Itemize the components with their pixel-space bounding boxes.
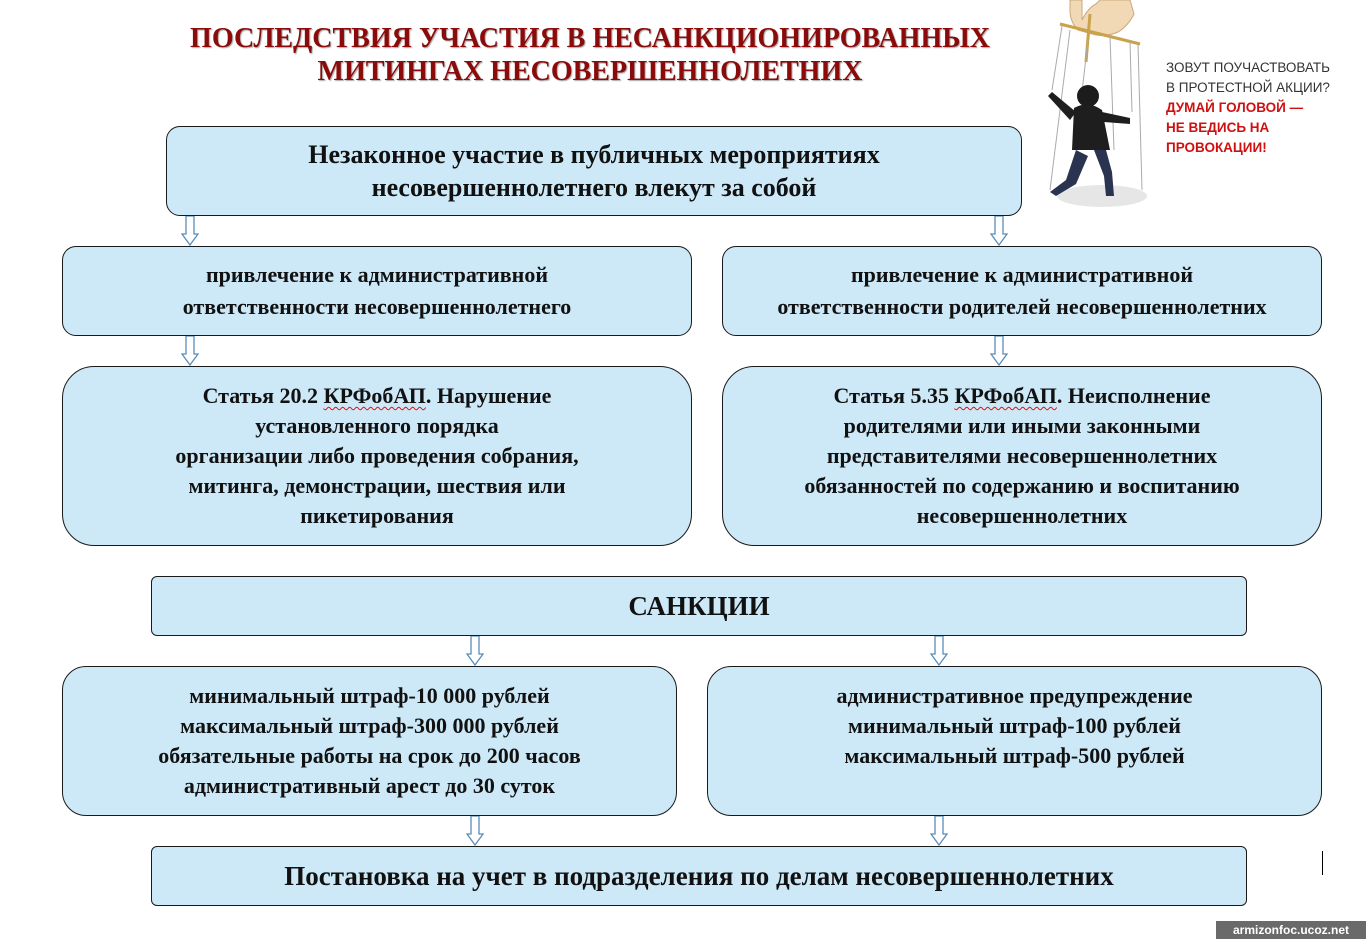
minor-sanction-line-2: максимальный штраф-300 000 рублей bbox=[158, 711, 580, 741]
sanctions-header-box: САНКЦИИ bbox=[151, 576, 1247, 636]
article-20-2-heading: Статья 20.2 КРФобАП. Нарушение bbox=[175, 381, 578, 411]
parent-responsibility-line-1: привлечение к административной bbox=[777, 259, 1266, 291]
article-20-2-line-4: митинга, демонстрации, шествия или bbox=[175, 471, 578, 501]
article-5-35-box: Статья 5.35 КРФобАП. Неисполнение родите… bbox=[722, 366, 1322, 546]
registration-box: Постановка на учет в подразделения по де… bbox=[151, 846, 1247, 906]
parent-sanction-line-3: максимальный штраф-500 рублей bbox=[836, 741, 1192, 771]
article-20-2-line-3: организации либо проведения собрания, bbox=[175, 441, 578, 471]
puppet-illustration bbox=[1030, 0, 1170, 232]
ad-line-2: В ПРОТЕСТНОЙ АКЦИИ? bbox=[1166, 78, 1369, 98]
minor-sanction-line-1: минимальный штраф-10 000 рублей bbox=[158, 681, 580, 711]
article-20-2-box: Статья 20.2 КРФобАП. Нарушение установле… bbox=[62, 366, 692, 546]
sanctions-header: САНКЦИИ bbox=[628, 591, 769, 622]
ad-line-1: ЗОВУТ ПОУЧАСТВОВАТЬ bbox=[1166, 58, 1369, 78]
article-5-35-line-3: представителями несовершеннолетних bbox=[804, 441, 1239, 471]
minor-responsibility-line-1: привлечение к административной bbox=[183, 259, 572, 291]
parent-responsibility-line-2: ответственности родителей несовершенноле… bbox=[777, 291, 1266, 323]
arrow-down-icon bbox=[466, 816, 484, 846]
text-cursor bbox=[1322, 851, 1323, 875]
arrow-down-icon bbox=[181, 216, 199, 246]
arrow-down-icon bbox=[466, 636, 484, 666]
article-5-35-line-2: родителями или иными законными bbox=[804, 411, 1239, 441]
article-20-2-line-2: установленного порядка bbox=[175, 411, 578, 441]
minor-responsibility-line-2: ответственности несовершеннолетнего bbox=[183, 291, 572, 323]
parent-sanction-line-1: административное предупреждение bbox=[836, 681, 1192, 711]
ad-caption: ЗОВУТ ПОУЧАСТВОВАТЬ В ПРОТЕСТНОЙ АКЦИИ? … bbox=[1166, 58, 1369, 158]
ad-line-4: НЕ ВЕДИСЬ НА ПРОВОКАЦИИ! bbox=[1166, 118, 1369, 158]
arrow-down-icon bbox=[930, 636, 948, 666]
article-20-2-code: КРФобАП bbox=[324, 383, 426, 408]
article-5-35-prefix: Статья 5.35 bbox=[834, 383, 955, 408]
minor-sanctions-box: минимальный штраф-10 000 рублей максимал… bbox=[62, 666, 677, 816]
title-line-2: МИТИНГАХ НЕСОВЕРШЕННОЛЕТНИХ bbox=[100, 55, 1080, 88]
parent-responsibility-box: привлечение к административной ответстве… bbox=[722, 246, 1322, 336]
parent-sanctions-box: административное предупреждение минималь… bbox=[707, 666, 1322, 816]
parent-sanction-line-2: минимальный штраф-100 рублей bbox=[836, 711, 1192, 741]
article-20-2-suffix: . Нарушение bbox=[426, 383, 552, 408]
minor-sanction-line-3: обязательные работы на срок до 200 часов bbox=[158, 741, 580, 771]
consequences-box: Незаконное участие в публичных мероприят… bbox=[166, 126, 1022, 216]
arrow-down-icon bbox=[181, 336, 199, 366]
diagram-title: ПОСЛЕДСТВИЯ УЧАСТИЯ В НЕСАНКЦИОНИРОВАННЫ… bbox=[100, 22, 1080, 88]
title-line-1: ПОСЛЕДСТВИЯ УЧАСТИЯ В НЕСАНКЦИОНИРОВАННЫ… bbox=[100, 22, 1080, 55]
article-5-35-line-4: обязанностей по содержанию и воспитанию bbox=[804, 471, 1239, 501]
article-5-35-suffix: . Неисполнение bbox=[1057, 383, 1211, 408]
site-credit: armizonfoc.ucoz.net bbox=[1216, 921, 1366, 939]
arrow-down-icon bbox=[990, 336, 1008, 366]
article-5-35-code: КРФобАП bbox=[954, 383, 1056, 408]
minor-responsibility-box: привлечение к административной ответстве… bbox=[62, 246, 692, 336]
article-20-2-line-5: пикетирования bbox=[175, 501, 578, 531]
article-5-35-line-5: несовершеннолетних bbox=[804, 501, 1239, 531]
article-5-35-heading: Статья 5.35 КРФобАП. Неисполнение bbox=[804, 381, 1239, 411]
registration-text: Постановка на учет в подразделения по де… bbox=[284, 861, 1113, 892]
consequences-line-1: Незаконное участие в публичных мероприят… bbox=[308, 138, 879, 171]
article-20-2-prefix: Статья 20.2 bbox=[203, 383, 324, 408]
ad-line-3: ДУМАЙ ГОЛОВОЙ — bbox=[1166, 98, 1369, 118]
arrow-down-icon bbox=[990, 216, 1008, 246]
arrow-down-icon bbox=[930, 816, 948, 846]
minor-sanction-line-4: административный арест до 30 суток bbox=[158, 771, 580, 801]
consequences-line-2: несовершеннолетнего влекут за собой bbox=[308, 171, 879, 204]
